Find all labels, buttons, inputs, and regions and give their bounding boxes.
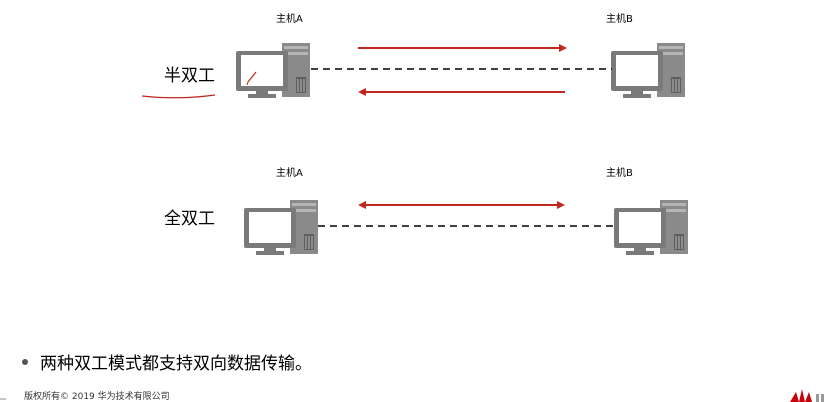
- half-duplex-host-b-computer-icon: [611, 43, 686, 99]
- full-duplex-label: 全双工: [164, 209, 215, 229]
- half-duplex-host-a-label: 主机A: [276, 14, 303, 25]
- half-duplex-host-b-label: 主机B: [606, 14, 633, 25]
- huawei-logo: [790, 389, 824, 402]
- full-duplex-host-a-label: 主机A: [276, 168, 303, 179]
- full-duplex-host-b-computer-icon: [614, 200, 689, 256]
- pen-tip-mark: [246, 81, 249, 86]
- full-duplex-host-b-label: 主机B: [606, 168, 633, 179]
- pen-annotation-icon: [247, 71, 257, 83]
- bullet-text: 两种双工模式都支持双向数据传输。: [40, 354, 312, 374]
- bullet-dot: [22, 359, 28, 365]
- half-duplex-label: 半双工: [164, 66, 215, 86]
- underline-annotation: [141, 94, 216, 99]
- half-duplex-host-a-computer-icon: [236, 43, 311, 99]
- footer-copyright: 版权所有© 2019 华为技术有限公司: [24, 392, 170, 402]
- full-duplex-host-a-computer-icon: [244, 200, 319, 256]
